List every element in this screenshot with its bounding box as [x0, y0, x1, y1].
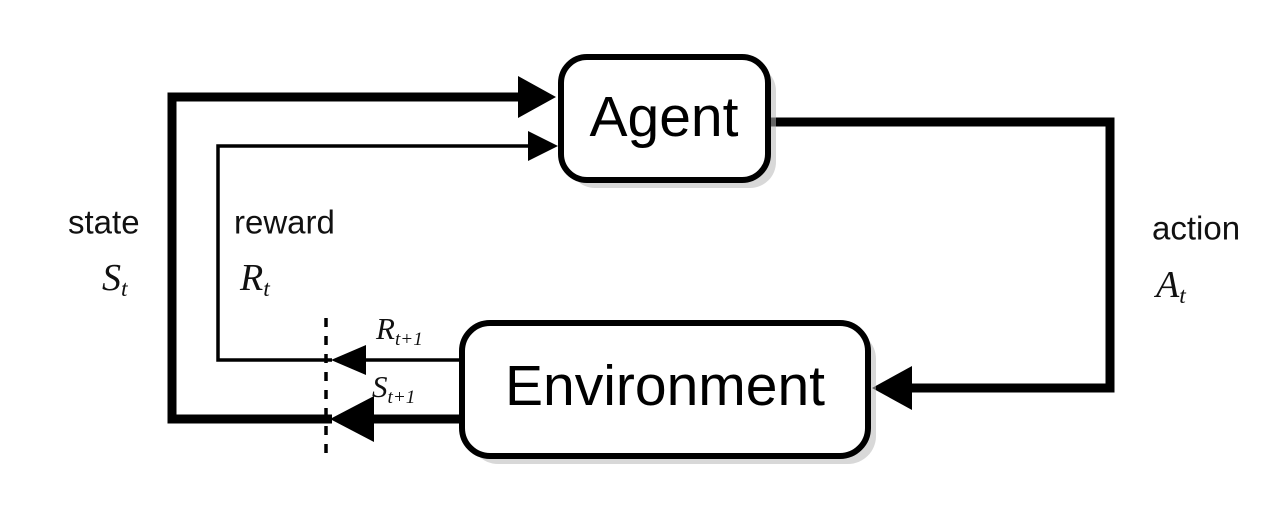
environment-node[interactable]: Environment — [459, 320, 876, 464]
reward-flow-line — [216, 144, 540, 362]
state-flow-line — [167, 92, 534, 424]
action-symbol: At — [1153, 264, 1187, 310]
state-next-symbol-sub: t+1 — [388, 387, 416, 408]
environment-label: Environment — [505, 354, 825, 418]
action-edge-label: action — [1152, 210, 1240, 247]
state-symbol-sub: t — [121, 276, 129, 302]
agent-node[interactable]: Agent — [558, 54, 776, 188]
state-symbol: St — [102, 257, 129, 303]
reward-next-symbol-sub: t+1 — [395, 329, 423, 350]
action-symbol-sub: t — [1179, 283, 1187, 309]
reward-symbol: Rt — [239, 257, 271, 303]
agent-label: Agent — [590, 85, 739, 149]
state-next-symbol: St+1 — [372, 369, 415, 408]
reward-edge-label: reward — [234, 204, 335, 241]
action-flow-line — [768, 117, 1115, 393]
reward-next-flow — [331, 345, 462, 375]
action-flow-path — [768, 117, 1115, 410]
state-edge-label: state — [68, 204, 140, 241]
state-symbol-base: S — [102, 257, 121, 299]
state-arrow-head — [518, 76, 556, 118]
state-flow-path — [167, 76, 556, 424]
reward-flow-path — [216, 131, 558, 362]
reward-next-symbol: Rt+1 — [375, 311, 423, 350]
reward-next-arrow-head — [331, 345, 366, 375]
state-next-symbol-base: S — [372, 369, 388, 404]
reward-arrow-head — [528, 131, 558, 161]
reward-next-symbol-base: R — [375, 311, 395, 346]
state-next-arrow-head — [330, 396, 374, 442]
state-next-flow — [330, 396, 462, 442]
action-symbol-base: A — [1153, 264, 1180, 306]
agent-box[interactable] — [558, 54, 771, 183]
action-arrow-head — [872, 366, 912, 410]
environment-box[interactable] — [459, 320, 871, 459]
reward-symbol-base: R — [239, 257, 263, 299]
reward-symbol-sub: t — [263, 276, 271, 302]
